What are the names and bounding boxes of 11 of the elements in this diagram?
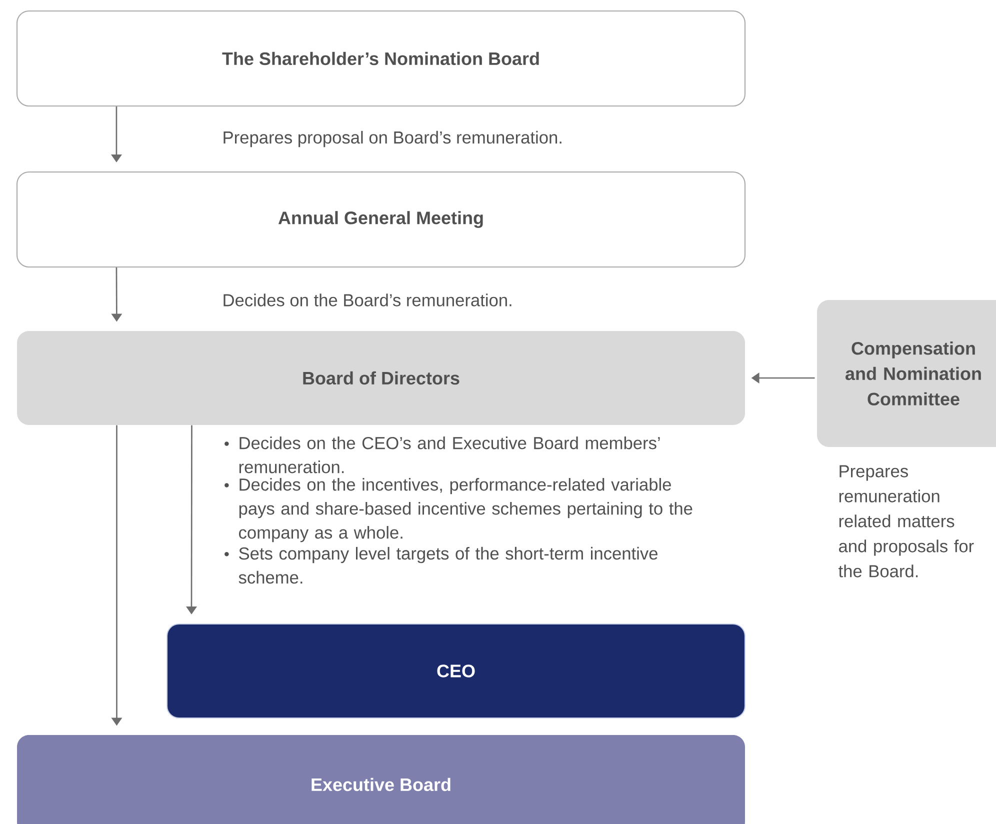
process-box: Executive Board bbox=[17, 735, 745, 824]
bullet-text: Decides on the incentives, performance-related variable pays and share-based incentive schemes pertaining to the company as a whole. bbox=[239, 478, 692, 542]
note-text: Prepares remuneration related matters and proposals for the Board. bbox=[838, 465, 974, 578]
note-text: Decides on the Board’s remuneration. bbox=[224, 294, 512, 306]
process-box: The Shareholder’s Nomination Board bbox=[16, 10, 746, 107]
committee-box: Compensation and Nomination Committee bbox=[817, 300, 996, 447]
process-box: Board of Directors bbox=[17, 331, 745, 425]
process-box: Annual General Meeting bbox=[16, 171, 746, 268]
process-box: CEO bbox=[166, 623, 746, 719]
bullet-text: Sets company level targets of the short-term incentive scheme. bbox=[238, 546, 658, 584]
note-text: Prepares proposal on Board’s remuneration. bbox=[224, 130, 562, 148]
